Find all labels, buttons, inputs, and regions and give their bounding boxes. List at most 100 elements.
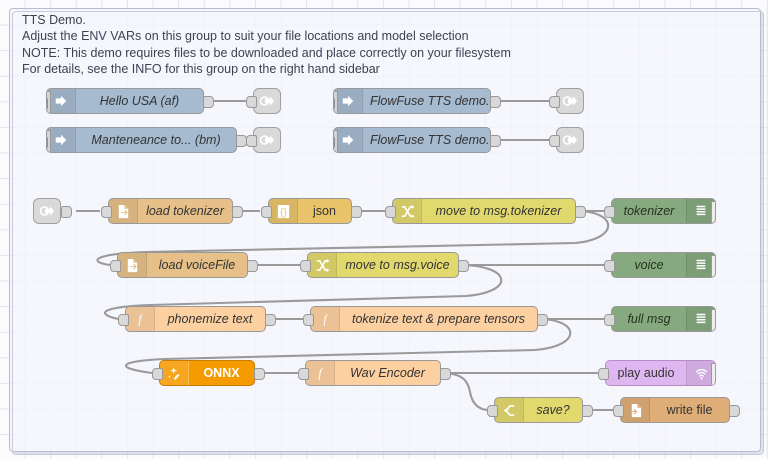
inject-trigger-button[interactable] (47, 91, 51, 113)
header-line-4: For details, see the INFO for this group… (22, 61, 380, 76)
inject-arrow-icon (47, 89, 76, 113)
port-out[interactable] (490, 135, 501, 147)
debug-lines-icon (686, 199, 715, 223)
port-out[interactable] (203, 96, 214, 108)
port-in[interactable] (604, 260, 615, 272)
debug-lines-icon (686, 307, 715, 331)
port-in[interactable] (261, 206, 272, 218)
node-link-out-3[interactable] (556, 88, 584, 114)
header-line-3: NOTE: This demo requires files to be dow… (22, 45, 511, 60)
svg-text:{}: {} (280, 207, 287, 218)
node-label: FlowFuse TTS demo. (am) (370, 94, 490, 108)
node-label: save? (536, 403, 570, 417)
inject-trigger-button[interactable] (47, 130, 51, 152)
node-move-to-msg-tokenizer[interactable]: move to msg.tokenizer (392, 198, 576, 224)
node-inject-flowfuse-bf[interactable]: FlowFuse TTS demo. (bf) (333, 127, 491, 153)
node-debug-tokenizer[interactable]: tokenizer (611, 198, 716, 224)
node-label: json (313, 204, 336, 218)
node-label: move to msg.voice (345, 258, 450, 272)
node-link-out-4[interactable] (556, 127, 584, 153)
port-out[interactable] (351, 206, 362, 218)
port-out[interactable] (61, 206, 72, 218)
debug-enable-toggle[interactable] (711, 255, 715, 277)
node-inject-maintenance[interactable]: Manteneance to... (bm) (46, 127, 237, 153)
port-in[interactable] (549, 135, 560, 147)
port-in[interactable] (118, 314, 129, 326)
node-wav-encoder[interactable]: f Wav Encoder (305, 360, 441, 386)
inject-trigger-button[interactable] (334, 91, 338, 113)
node-link-out-1[interactable] (253, 88, 281, 114)
port-in[interactable] (152, 368, 163, 380)
node-inject-hello-usa[interactable]: Hello USA (af) (46, 88, 204, 114)
node-label: FlowFuse TTS demo. (bf) (370, 133, 490, 147)
node-onnx[interactable]: ONNX (159, 360, 255, 386)
port-in[interactable] (604, 314, 615, 326)
node-inject-flowfuse-am[interactable]: FlowFuse TTS demo. (am) (333, 88, 491, 114)
port-in[interactable] (598, 368, 609, 380)
port-out[interactable] (440, 368, 451, 380)
port-out[interactable] (254, 368, 265, 380)
port-out[interactable] (582, 405, 593, 417)
port-out[interactable] (247, 260, 258, 272)
node-debug-voice[interactable]: voice (611, 252, 716, 278)
port-in[interactable] (298, 368, 309, 380)
file-in-icon (118, 253, 147, 277)
svg-text:f: f (318, 366, 323, 380)
node-phonemize-text[interactable]: f phonemize text (125, 306, 266, 332)
port-out[interactable] (575, 206, 586, 218)
port-out[interactable] (490, 96, 501, 108)
node-link-in-1[interactable] (33, 198, 61, 224)
node-load-voicefile[interactable]: load voiceFile (117, 252, 248, 278)
port-in[interactable] (303, 314, 314, 326)
node-move-to-msg-voice[interactable]: move to msg.voice (307, 252, 459, 278)
function-f-icon: f (126, 307, 155, 331)
node-label: full msg (627, 312, 671, 326)
node-save-switch[interactable]: save? (494, 397, 583, 423)
node-label: phonemize text (167, 312, 253, 326)
onnx-sparkle-icon (160, 361, 189, 385)
port-in[interactable] (613, 405, 624, 417)
header-line-2: Adjust the ENV VARs on this group to sui… (22, 29, 469, 44)
port-out[interactable] (458, 260, 469, 272)
port-in[interactable] (101, 206, 112, 218)
node-label: voice (634, 258, 664, 272)
node-load-tokenizer[interactable]: load tokenizer (108, 198, 233, 224)
node-link-out-2[interactable] (253, 127, 281, 153)
group-header-text: TTS Demo. Adjust the ENV VARs on this gr… (22, 12, 722, 77)
function-f-icon: f (306, 361, 335, 385)
switch-icon (495, 398, 524, 422)
port-in[interactable] (604, 206, 615, 218)
port-in[interactable] (246, 96, 257, 108)
port-in[interactable] (110, 260, 121, 272)
debug-enable-toggle[interactable] (711, 201, 715, 223)
debug-enable-toggle[interactable] (711, 309, 715, 331)
audio-speaker-icon (686, 361, 715, 385)
port-out[interactable] (265, 314, 276, 326)
port-in[interactable] (300, 260, 311, 272)
port-in[interactable] (385, 206, 396, 218)
node-label: Manteneance to... (bm) (91, 133, 221, 147)
header-line-1: TTS Demo. (22, 13, 86, 27)
node-play-audio[interactable]: play audio (605, 360, 716, 386)
file-out-icon (621, 398, 650, 422)
node-json[interactable]: {} json (268, 198, 352, 224)
node-tokenize-prepare-tensors[interactable]: f tokenize text & prepare tensors (310, 306, 538, 332)
audio-enable-toggle[interactable] (711, 363, 715, 385)
port-in[interactable] (246, 135, 257, 147)
inject-arrow-icon (47, 128, 76, 152)
port-out[interactable] (729, 405, 740, 417)
change-shuffle-icon (393, 199, 422, 223)
svg-text:f: f (323, 312, 328, 326)
node-label: tokenize text & prepare tensors (351, 312, 525, 326)
inject-trigger-button[interactable] (334, 130, 338, 152)
port-in[interactable] (549, 96, 560, 108)
port-in[interactable] (487, 405, 498, 417)
node-write-file[interactable]: write file (620, 397, 730, 423)
port-out[interactable] (537, 314, 548, 326)
port-out[interactable] (232, 206, 243, 218)
debug-lines-icon (686, 253, 715, 277)
node-debug-full-msg[interactable]: full msg (611, 306, 716, 332)
inject-arrow-icon (334, 128, 363, 152)
svg-text:f: f (138, 312, 143, 326)
